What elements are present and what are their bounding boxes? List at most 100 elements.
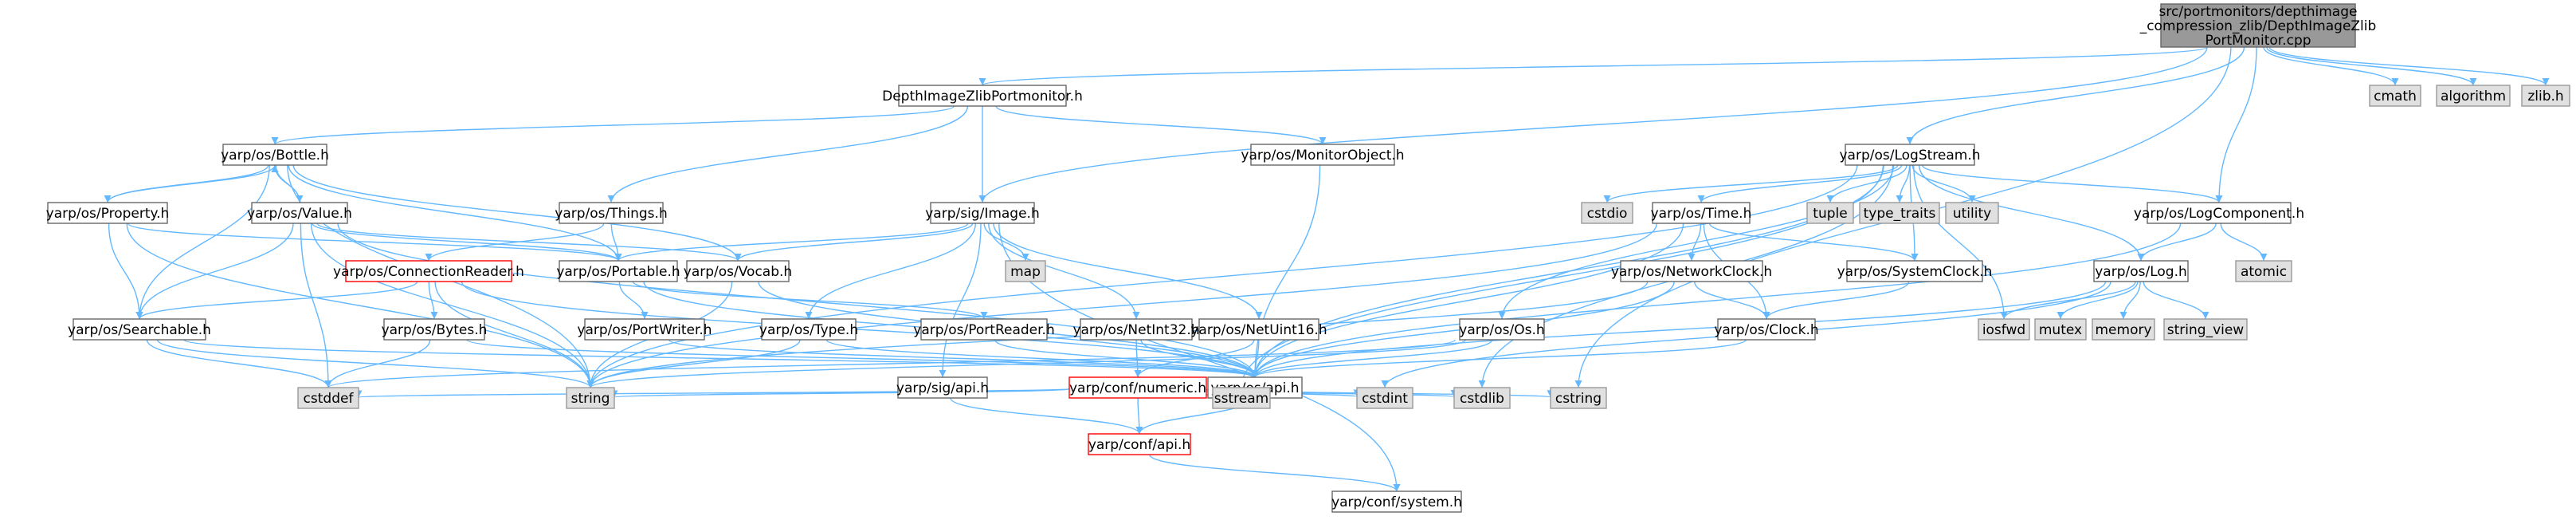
nodes-layer: src/portmonitors/depthimage_compression_…	[46, 3, 2570, 513]
node-cstdint: cstdint	[1356, 387, 1413, 409]
node-label: iosfwd	[1982, 322, 2025, 338]
node-label: yarp/os/PortReader.h	[913, 322, 1054, 338]
node-label: yarp/os/Value.h	[247, 206, 352, 222]
node-map: map	[1005, 260, 1046, 282]
node-tuple: tuple	[1806, 202, 1854, 224]
node-box	[1331, 490, 1462, 513]
node-logstream[interactable]: yarp/os/LogStream.h	[1839, 144, 1981, 166]
node-label: sstream	[1214, 391, 1268, 407]
node-ostype[interactable]: yarp/os/Type.h	[759, 318, 858, 341]
edge-searchable-to-cstddef	[146, 339, 332, 388]
node-label: yarp/os/Bottle.h	[221, 148, 329, 163]
node-label: yarp/os/Searchable.h	[68, 322, 211, 338]
node-algorithm: algorithm	[2436, 85, 2511, 107]
node-label: yarp/os/MonitorObject.h	[1241, 148, 1404, 163]
node-ostime[interactable]: yarp/os/Time.h	[1651, 202, 1752, 224]
node-box	[1250, 144, 1395, 166]
node-box	[1806, 202, 1854, 224]
node-bytes[interactable]: yarp/os/Bytes.h	[382, 318, 488, 341]
edge-logstream-to-type_traits	[1896, 164, 1911, 203]
node-netuint16[interactable]: yarp/os/NetUint16.h	[1190, 318, 1327, 341]
edge-value-to-cstddef	[300, 223, 332, 388]
edge-logcomponent-to-oslog	[2137, 223, 2217, 262]
node-value[interactable]: yarp/os/Value.h	[247, 202, 352, 224]
node-label: cstddef	[304, 391, 355, 407]
node-label: yarp/os/Property.h	[46, 206, 170, 222]
edge-root-to-algorithm	[2266, 46, 2477, 86]
node-label: yarp/os/Time.h	[1651, 206, 1752, 222]
node-box	[1581, 202, 1633, 224]
edge-bottle-to-vocab	[292, 164, 742, 262]
node-box	[1453, 387, 1511, 409]
node-label: cstdio	[1587, 206, 1628, 222]
edge-logstream-to-string	[586, 164, 1858, 388]
edge-value-to-searchable	[135, 223, 294, 320]
edge-bottle-to-portable	[288, 164, 622, 262]
edge-logstream-to-osapi	[1251, 164, 1884, 378]
edge-sigimage-to-netint32	[988, 223, 1140, 320]
edge-searchable-to-osapi	[183, 339, 1258, 378]
node-connreader[interactable]: yarp/os/ConnectionReader.h	[333, 260, 524, 282]
edge-property-to-searchable	[108, 223, 143, 320]
edge-ostime-to-string	[586, 223, 1657, 388]
node-label: yarp/os/PortWriter.h	[577, 322, 712, 338]
node-osos[interactable]: yarp/os/Os.h	[1459, 318, 1545, 341]
node-box	[47, 202, 168, 224]
node-property[interactable]: yarp/os/Property.h	[46, 202, 170, 224]
node-label: cstdlib	[1460, 391, 1504, 407]
node-things[interactable]: yarp/os/Things.h	[555, 202, 668, 224]
node-box	[686, 260, 790, 282]
node-confapi[interactable]: yarp/conf/api.h	[1088, 433, 1191, 455]
node-bottle[interactable]: yarp/os/Bottle.h	[221, 144, 329, 166]
node-box	[297, 387, 359, 409]
node-label: yarp/os/Vocab.h	[684, 264, 792, 280]
node-box	[1459, 318, 1545, 341]
edge-logstream-to-osos	[1498, 164, 1895, 320]
node-sstream: sstream	[1212, 387, 1271, 409]
node-label: atomic	[2241, 264, 2287, 280]
node-box	[1859, 202, 1940, 224]
edge-sigimage-to-netuint16	[993, 223, 1263, 320]
node-box	[73, 318, 206, 341]
node-osclock[interactable]: yarp/os/Clock.h	[1714, 318, 1819, 341]
node-label: yarp/os/Os.h	[1459, 322, 1544, 338]
node-box	[1005, 260, 1046, 282]
node-label: yarp/os/Portable.h	[556, 264, 680, 280]
node-confsystem[interactable]: yarp/conf/system.h	[1331, 490, 1462, 513]
node-monitorobject[interactable]: yarp/os/MonitorObject.h	[1241, 144, 1405, 166]
node-confnumeric[interactable]: yarp/conf/numeric.h	[1068, 376, 1207, 399]
node-searchable[interactable]: yarp/os/Searchable.h	[68, 318, 211, 341]
node-label: yarp/os/Bytes.h	[382, 322, 488, 338]
node-systemclock[interactable]: yarp/os/SystemClock.h	[1837, 260, 1993, 282]
node-box	[1945, 202, 1999, 224]
node-netint32[interactable]: yarp/os/NetInt32.h	[1072, 318, 1200, 341]
node-label: yarp/os/Type.h	[759, 322, 858, 338]
node-portreader[interactable]: yarp/os/PortReader.h	[913, 318, 1055, 341]
edge-sigapi-to-confapi	[950, 397, 1143, 435]
node-vocab[interactable]: yarp/os/Vocab.h	[684, 260, 792, 282]
edge-root-to-cmath	[2263, 46, 2399, 86]
edge-logstream-to-utility	[1911, 164, 1976, 203]
node-portwriter[interactable]: yarp/os/PortWriter.h	[577, 318, 712, 341]
node-box	[897, 376, 988, 399]
node-sigapi[interactable]: yarp/sig/api.h	[896, 376, 989, 399]
node-label: cstring	[1555, 391, 1602, 407]
node-box	[345, 260, 512, 282]
node-logcomponent[interactable]: yarp/os/LogComponent.h	[2134, 202, 2304, 224]
node-box	[2093, 260, 2189, 282]
node-cstdio: cstdio	[1581, 202, 1633, 224]
edge-property-to-bottle	[107, 164, 279, 203]
node-box	[1846, 260, 1983, 282]
node-box	[2235, 260, 2292, 282]
node-cstddef: cstddef	[297, 387, 359, 409]
node-sigimage[interactable]: yarp/sig/Image.h	[925, 202, 1040, 224]
node-networkclock[interactable]: yarp/os/NetworkClock.h	[1611, 260, 1772, 282]
node-box	[930, 202, 1035, 224]
node-oslog[interactable]: yarp/os/Log.h	[2093, 260, 2189, 282]
node-box	[222, 144, 327, 166]
node-label: yarp/conf/numeric.h	[1069, 380, 1206, 396]
edge-dizpm-to-monitorobject	[995, 105, 1327, 145]
node-box	[1652, 202, 1751, 224]
node-dizpm[interactable]: DepthImageZlibPortmonitor.h	[882, 85, 1083, 107]
node-portable[interactable]: yarp/os/Portable.h	[556, 260, 680, 282]
